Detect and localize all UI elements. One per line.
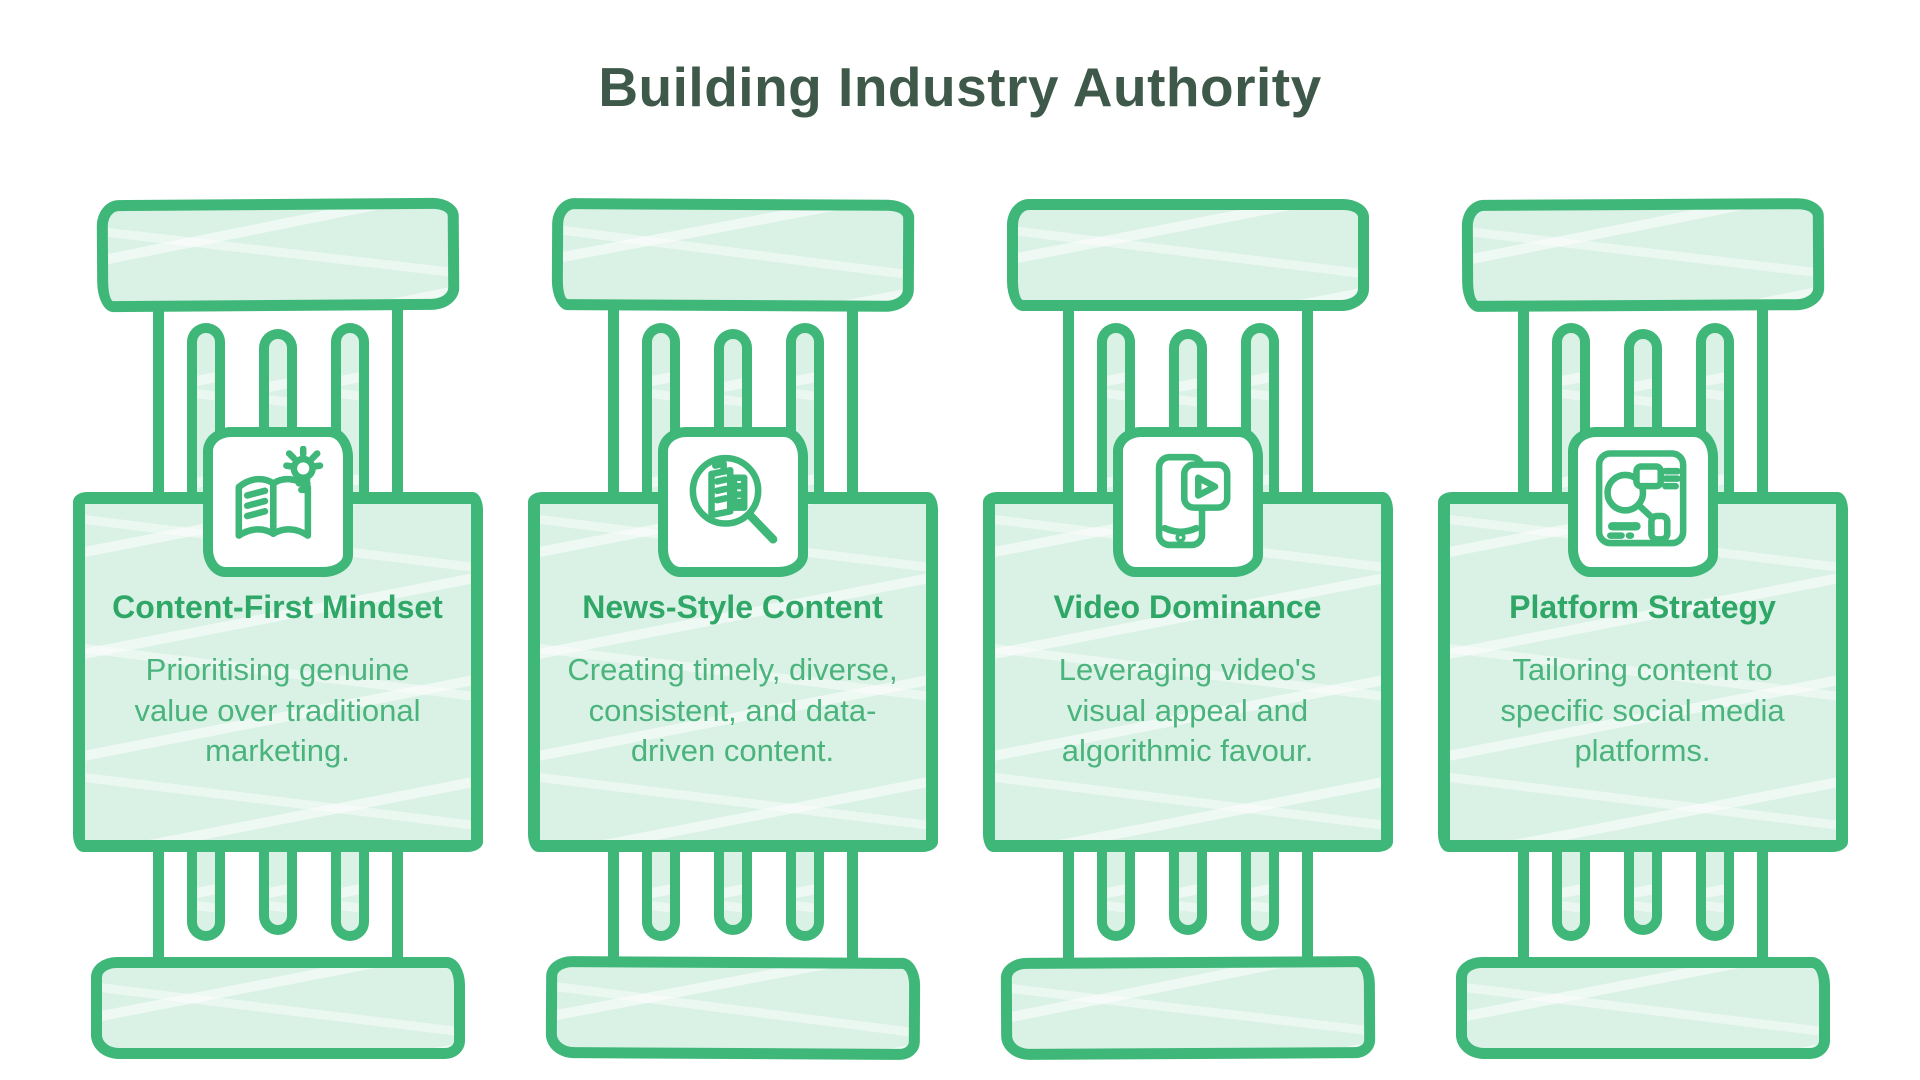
news-magnifier-icon (689, 454, 777, 544)
pillar-title: Content-First Mindset (112, 589, 443, 625)
pillar-description: Prioritising genuine value over traditio… (134, 652, 421, 768)
pillar-base (90, 957, 465, 1059)
pillar-flute (330, 845, 369, 941)
pillar-flute (1551, 845, 1590, 941)
icon-box (657, 427, 808, 577)
pillar-base (1455, 957, 1830, 1059)
pillar-description: Tailoring content to specific social med… (1500, 652, 1785, 768)
platform-layout-icon (1595, 450, 1686, 547)
pillar-description: Leveraging video's visual appeal and alg… (1058, 652, 1317, 768)
pillar-flute (186, 845, 225, 941)
pillar-flute (641, 845, 680, 941)
pillar-video-dominance: Video Dominance Leveraging video's visua… (982, 195, 1393, 1067)
icon-box (1112, 427, 1263, 577)
icon-box (202, 427, 353, 577)
pillar-flute (713, 845, 752, 935)
pillar-flute (258, 845, 297, 935)
pillar-base (545, 956, 920, 1060)
icon-box (1567, 427, 1718, 577)
pillar-flute (1096, 845, 1135, 941)
pillar-title: Platform Strategy (1509, 589, 1776, 625)
pillar-description: Creating timely, diverse, consistent, an… (567, 652, 898, 768)
pillar-title: News-Style Content (582, 589, 883, 625)
pillar-title: Video Dominance (1053, 589, 1322, 625)
infographic-card: News-Style Content Creating timely, dive… (527, 492, 938, 852)
pillar-content-first: Content-First Mindset Prioritising genui… (72, 195, 483, 1067)
pillars-row: Content-First Mindset Prioritising genui… (0, 195, 1920, 1067)
pillar-capital (1461, 198, 1824, 312)
pillar-platform-strategy: Platform Strategy Tailoring content to s… (1437, 195, 1848, 1067)
pillar-capital (1006, 199, 1369, 311)
pillar-flute (785, 845, 824, 941)
pillar-flute (1240, 845, 1279, 941)
infographic-card: Video Dominance Leveraging video's visua… (982, 492, 1393, 852)
book-lightbulb-icon (235, 446, 323, 539)
pillar-base (1000, 956, 1375, 1060)
pillar-flute (1695, 845, 1734, 941)
pillar-flute (1623, 845, 1662, 935)
pillar-flute (1168, 845, 1207, 935)
pillar-news-style: News-Style Content Creating timely, dive… (527, 195, 938, 1067)
pillar-capital (96, 197, 459, 313)
video-phone-icon (1155, 453, 1230, 549)
pillar-capital (551, 198, 914, 312)
infographic-card: Platform Strategy Tailoring content to s… (1437, 492, 1848, 852)
page-title: Building Industry Authority (598, 55, 1322, 118)
